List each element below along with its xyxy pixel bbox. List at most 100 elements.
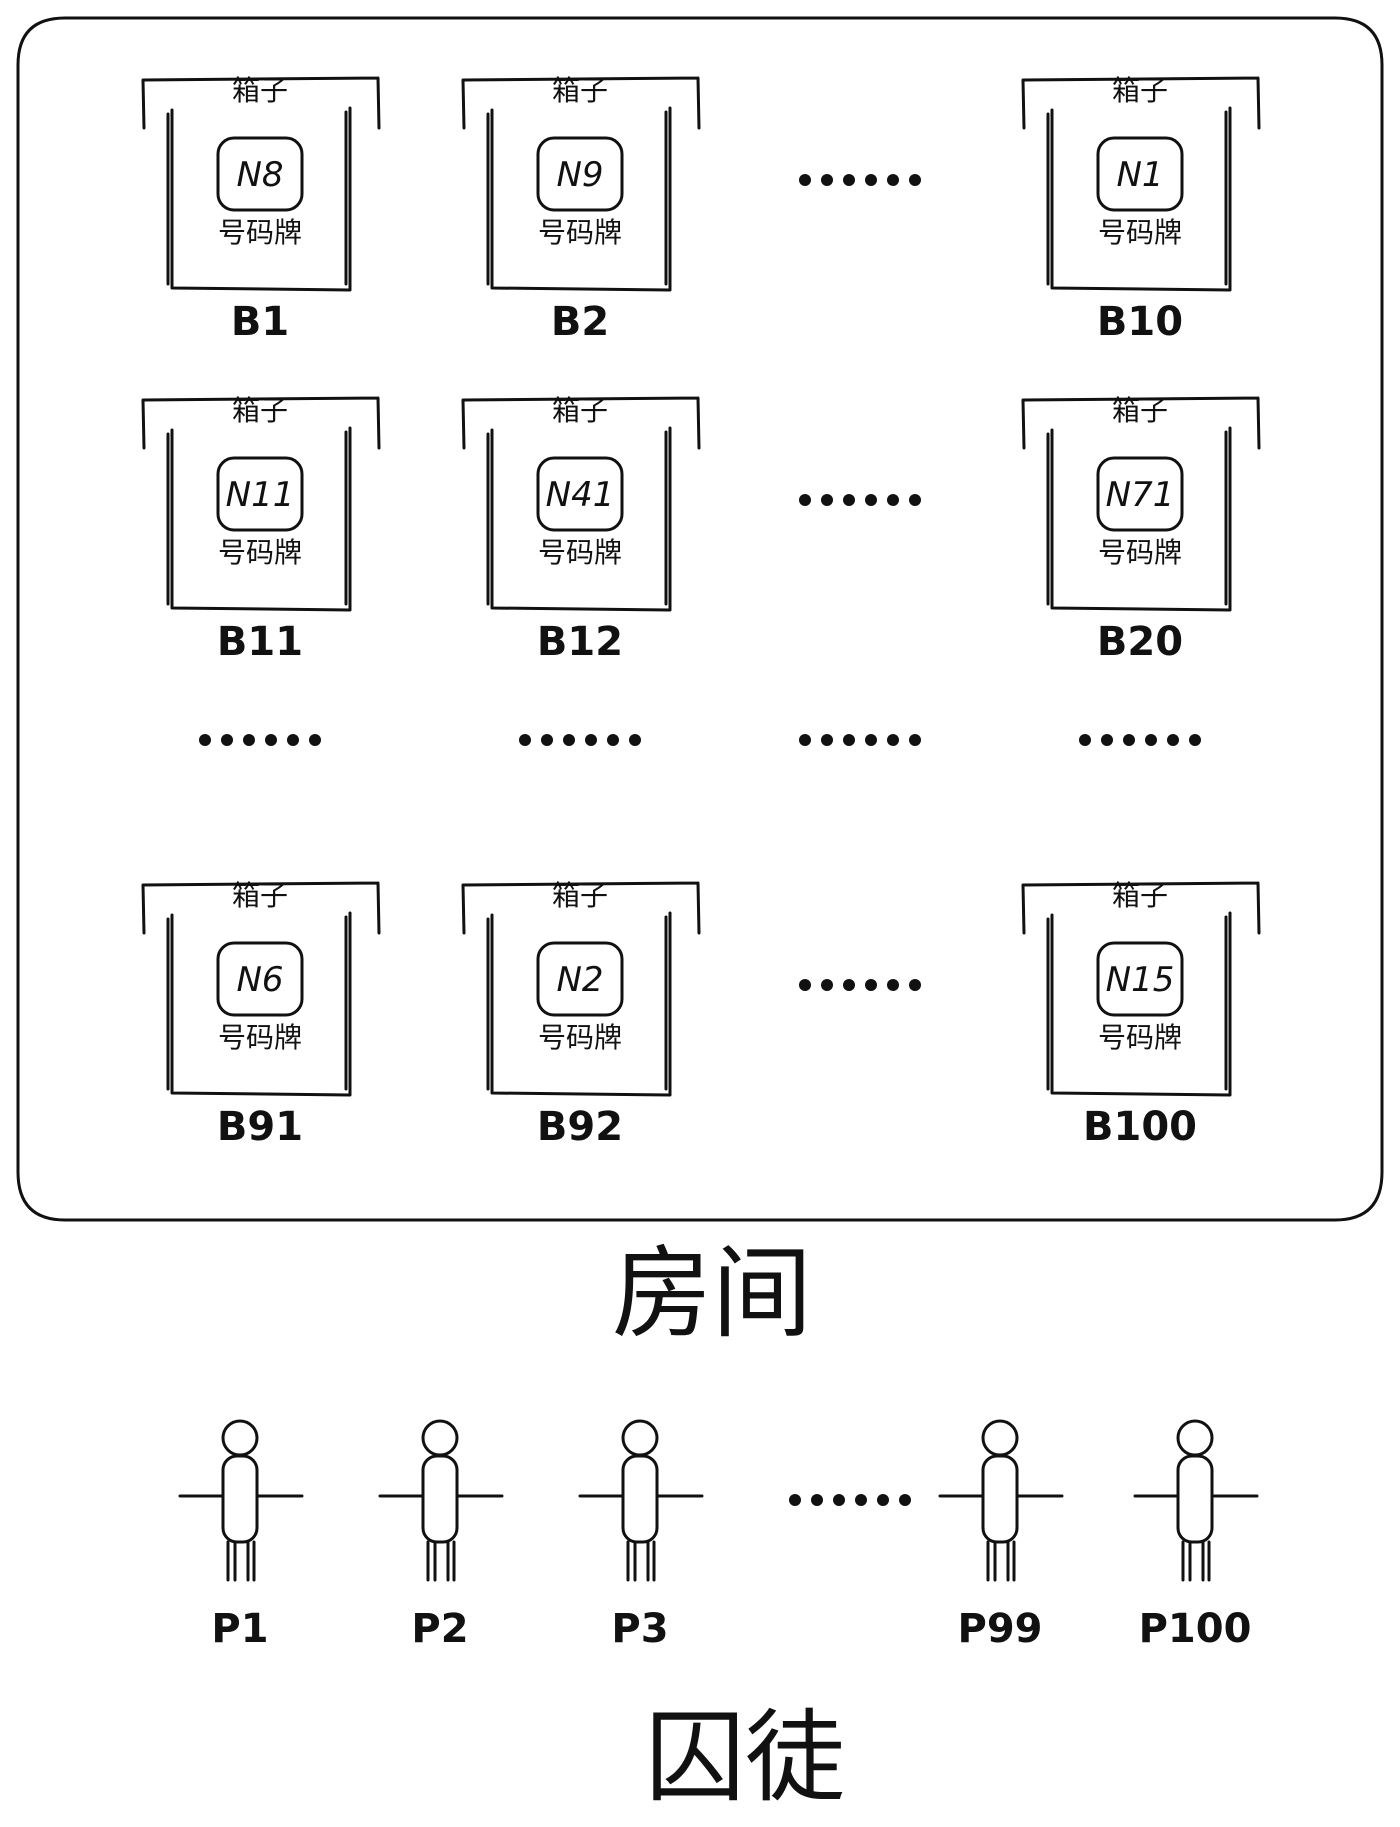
prisoner-label: P99	[958, 1606, 1043, 1652]
box-title: 箱子	[232, 394, 288, 427]
number-tag-caption: 号码牌	[218, 216, 302, 249]
box-title: 箱子	[552, 394, 608, 427]
prisoner-head	[221, 1419, 259, 1457]
box-lid	[1021, 76, 1261, 130]
number-tag	[216, 941, 304, 1017]
ellipsis-dots	[789, 1494, 911, 1506]
ellipsis-dot	[821, 174, 833, 186]
number-tag	[1096, 456, 1184, 532]
prisoner-figure: P99	[938, 1419, 1064, 1652]
prisoner-label: P100	[1139, 1606, 1252, 1652]
box-lid	[461, 396, 701, 450]
ellipsis-dot	[865, 174, 877, 186]
ellipsis-dot	[541, 734, 553, 746]
ellipsis-dot	[309, 734, 321, 746]
box-body	[1046, 426, 1232, 612]
ellipsis-dot	[585, 734, 597, 746]
number-tag-caption: 号码牌	[538, 1021, 622, 1054]
box-label: B20	[1097, 619, 1183, 665]
box-label: B10	[1097, 299, 1183, 345]
ellipsis-dot	[887, 494, 899, 506]
number-tag-label: N9	[556, 155, 603, 195]
ellipsis-dot	[865, 734, 877, 746]
ellipsis-dot	[287, 734, 299, 746]
ellipsis-dot	[821, 494, 833, 506]
ellipsis-dots	[799, 174, 921, 186]
prisoner-figure: P3	[578, 1419, 704, 1652]
box-label: B91	[217, 1104, 303, 1150]
box-title: 箱子	[232, 879, 288, 912]
prisoner-body	[621, 1454, 659, 1544]
ellipsis-dot	[899, 1494, 911, 1506]
box-body	[166, 911, 352, 1097]
number-tag-caption: 号码牌	[538, 536, 622, 569]
ellipsis-dot	[607, 734, 619, 746]
ellipsis-dot	[799, 174, 811, 186]
ellipsis-dot	[799, 494, 811, 506]
ellipsis-dot	[1101, 734, 1113, 746]
box-lid	[1021, 396, 1261, 450]
box-label: B1	[231, 299, 289, 345]
ellipsis-dot	[799, 979, 811, 991]
number-tag	[1096, 941, 1184, 1017]
ellipsis-dot	[1189, 734, 1201, 746]
box-body	[486, 911, 672, 1097]
prisoner-head	[621, 1419, 659, 1457]
ellipsis-dot	[1167, 734, 1179, 746]
prisoner-label: P1	[211, 1606, 268, 1652]
ellipsis-dot	[1145, 734, 1157, 746]
number-tag-caption: 号码牌	[1098, 536, 1182, 569]
ellipsis-dot	[821, 979, 833, 991]
ellipsis-dot	[629, 734, 641, 746]
box-title: 箱子	[1112, 879, 1168, 912]
prisoner-figure: P100	[1133, 1419, 1259, 1652]
ellipsis-dot	[1079, 734, 1091, 746]
prisoner-label: P2	[411, 1606, 468, 1652]
number-tag-label: N71	[1106, 475, 1175, 515]
ellipsis-dot	[909, 979, 921, 991]
ellipsis-dot	[199, 734, 211, 746]
number-tag-caption: 号码牌	[218, 1021, 302, 1054]
number-tag-caption: 号码牌	[218, 536, 302, 569]
box-lid	[461, 881, 701, 935]
ellipsis-dot	[811, 1494, 823, 1506]
prisoner-figure: P2	[378, 1419, 504, 1652]
prisoner-legs	[1181, 1540, 1211, 1582]
room-grid: 箱子N8号码牌B1箱子N9号码牌B2箱子N1号码牌B10箱子N11号码牌B11箱…	[141, 74, 1261, 1150]
box-label: B2	[551, 299, 609, 345]
ellipsis-dots	[1079, 734, 1201, 746]
number-tag-label: N11	[226, 475, 295, 515]
number-tag-label: N8	[236, 155, 283, 195]
box: 箱子 N71 号码牌 B20	[1021, 394, 1261, 665]
ellipsis-dot	[221, 734, 233, 746]
ellipsis-dots	[199, 734, 321, 746]
box-title: 箱子	[232, 74, 288, 107]
ellipsis-dot	[843, 734, 855, 746]
ellipsis-dots	[519, 734, 641, 746]
number-tag-caption: 号码牌	[1098, 216, 1182, 249]
ellipsis-dot	[789, 1494, 801, 1506]
ellipsis-dot	[865, 494, 877, 506]
box-body	[1046, 911, 1232, 1097]
room-title: 房间	[612, 1235, 812, 1352]
ellipsis-dot	[821, 734, 833, 746]
ellipsis-dot	[887, 174, 899, 186]
box-title: 箱子	[1112, 394, 1168, 427]
prisoner-head	[981, 1419, 1019, 1457]
number-tag-label: N41	[546, 475, 615, 515]
ellipsis-dot	[843, 494, 855, 506]
ellipsis-dot	[865, 979, 877, 991]
room-frame	[16, 16, 1384, 1222]
prisoner-body	[221, 1454, 259, 1544]
number-tag	[1096, 136, 1184, 212]
number-tag	[216, 136, 304, 212]
prisoner-legs	[986, 1540, 1016, 1582]
ellipsis-dot	[855, 1494, 867, 1506]
